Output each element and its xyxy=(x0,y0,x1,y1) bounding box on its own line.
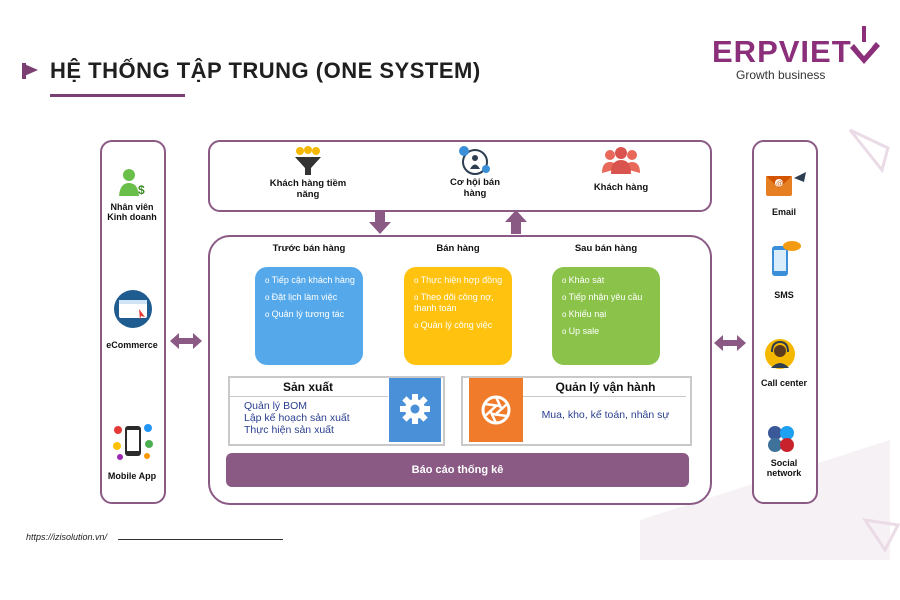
mobile-app-icon xyxy=(113,424,153,460)
page-title: HỆ THỐNG TẬP TRUNG (ONE SYSTEM) xyxy=(50,58,481,83)
report-bar: Báo cáo thống kê xyxy=(226,453,689,487)
channel-label-mobile-app: Mobile App xyxy=(107,471,157,481)
channel-label-email: Email xyxy=(771,207,796,217)
after-sales-card: Khảo sát Tiếp nhận yêu cầu Khiếu nại Up … xyxy=(552,267,660,365)
logo-mark-icon xyxy=(850,26,880,64)
after-sales-item: Tiếp nhận yêu cầu xyxy=(562,292,654,303)
channel-label-salesperson: Nhân viên Kinh doanh xyxy=(107,202,157,222)
right-double-arrow-icon xyxy=(714,335,746,351)
after-sales-item: Khiếu nại xyxy=(562,309,654,320)
ecommerce-icon xyxy=(114,290,152,328)
operations-title: Quản lý vận hành xyxy=(555,380,656,394)
operations-icon-tile xyxy=(469,378,523,442)
production-divider xyxy=(230,396,388,397)
customers-icon xyxy=(602,147,640,174)
funnel-label-opportunity: Cơ hội bán hàng xyxy=(449,177,501,199)
title-flag-icon xyxy=(22,63,38,77)
down-arrow-icon xyxy=(369,210,391,234)
svg-text:$: $ xyxy=(138,183,145,197)
pre-sales-item: Quản lý tương tác xyxy=(265,309,357,320)
pre-sales-item: Đặt lịch làm việc xyxy=(265,292,357,303)
funnel-label-potential: Khách hàng tiềm năng xyxy=(269,178,347,200)
operations-divider xyxy=(523,396,686,397)
funnel-icon xyxy=(295,146,321,175)
logo-sub-text: Growth business xyxy=(736,68,826,82)
after-sales-item: Up sale xyxy=(562,326,654,337)
phase-title-pre-sales: Trước bán hàng xyxy=(272,243,346,254)
phase-title-sales: Bán hàng xyxy=(436,243,480,254)
channel-label-ecommerce: eCommerce xyxy=(106,340,158,350)
sales-item: Thực hiện hợp đồng xyxy=(414,275,506,286)
channel-label-sms: SMS xyxy=(774,290,794,300)
production-item: Lập kế hoạch sản xuất xyxy=(244,412,350,424)
production-item: Thực hiện sản xuất xyxy=(244,424,334,436)
pre-sales-card: Tiếp cận khách hàng Đặt lịch làm việc Qu… xyxy=(255,267,363,365)
production-item: Quản lý BOM xyxy=(244,400,308,412)
sales-item: Theo dõi công nợ, thanh toán xyxy=(414,292,506,314)
operations-text: Mua, kho, kế toán, nhân sự xyxy=(541,409,670,421)
pre-sales-item: Tiếp cận khách hàng xyxy=(265,275,357,286)
left-double-arrow-icon xyxy=(170,333,202,349)
erpviet-logo: ERPVIET Growth business xyxy=(712,34,852,83)
after-sales-item: Khảo sát xyxy=(562,275,654,286)
call-center-icon xyxy=(765,339,795,369)
logo-main-text: ERPVIET xyxy=(712,34,852,69)
svg-text:@: @ xyxy=(776,181,783,188)
channel-label-social-network: Social network xyxy=(766,458,802,478)
production-title: Sản xuất xyxy=(282,380,333,394)
channel-label-call-center: Call center xyxy=(760,378,808,388)
salesperson-icon: $ xyxy=(119,169,145,197)
footer-divider xyxy=(118,539,283,540)
production-list: Quản lý BOM Lập kế hoạch sản xuất Thực h… xyxy=(244,400,389,436)
sales-item: Quản lý công việc xyxy=(414,320,506,331)
aperture-icon xyxy=(481,395,511,425)
email-icon: @ xyxy=(766,172,806,196)
funnel-label-customers: Khách hàng xyxy=(593,182,649,193)
social-network-icon xyxy=(768,426,794,452)
gear-icon xyxy=(400,394,430,424)
up-arrow-icon xyxy=(505,210,527,234)
footer-url[interactable]: https://izisolution.vn/ xyxy=(26,532,108,542)
sales-card: Thực hiện hợp đồng Theo dõi công nợ, tha… xyxy=(404,267,512,365)
opportunity-icon xyxy=(459,146,490,175)
phase-title-after-sales: Sau bán hàng xyxy=(574,243,638,254)
sms-icon xyxy=(772,241,801,276)
title-underline xyxy=(50,94,185,97)
